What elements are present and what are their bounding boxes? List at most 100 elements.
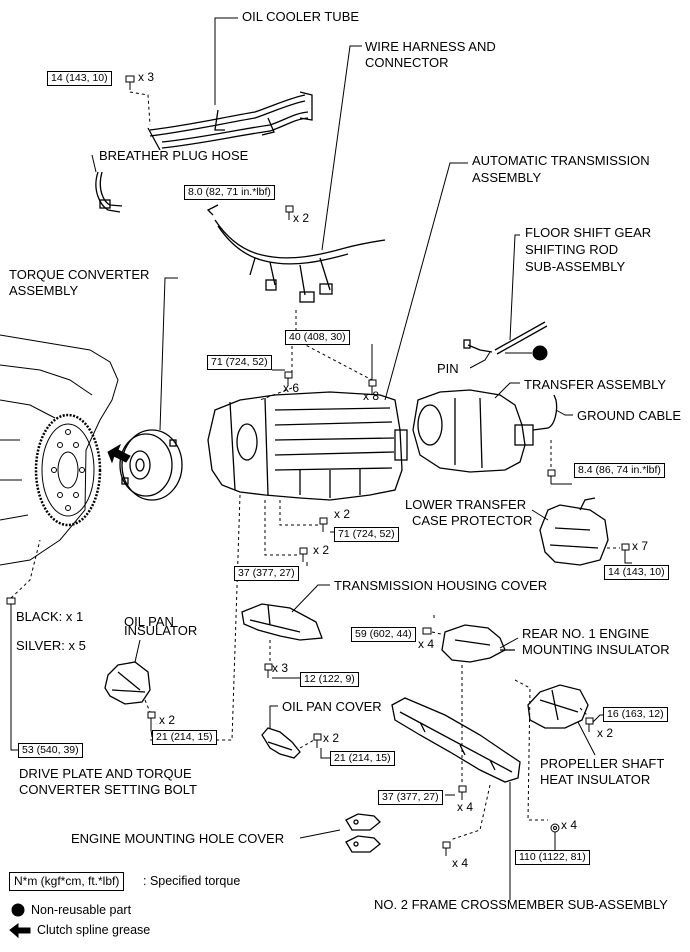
leader-lower-protector	[531, 509, 549, 521]
label-wire-harness-2: CONNECTOR	[365, 55, 449, 70]
legend-torque-desc: : Specified torque	[143, 874, 241, 888]
leader-oil-pan-ins	[134, 639, 141, 663]
prop-insulator-drawing	[527, 684, 589, 729]
qty-housing-x3: x 3	[272, 661, 289, 675]
label-ground-cable: GROUND CABLE	[577, 408, 682, 423]
label-floor-shift-1: FLOOR SHIFT GEAR	[525, 225, 652, 240]
label-oil-pan-insulator-2: INSULATOR	[124, 623, 198, 638]
torque-oil-pan-cov: 21 (214, 15)	[330, 751, 395, 766]
prop-bolt	[585, 717, 594, 732]
torque-16: 16 (163, 12)	[603, 707, 668, 722]
label-torque-conv-1: TORQUE CONVERTER	[9, 267, 150, 282]
housing-cover-drawing	[241, 603, 323, 641]
qty-x7: x 7	[632, 539, 649, 553]
ins-bolt	[147, 711, 156, 726]
label-rear-mount-2: MOUNTING INSULATOR	[522, 642, 670, 657]
label-oil-cooler-tube: OIL COOLER TUBE	[242, 9, 360, 24]
drive-plate-drawing	[34, 413, 102, 527]
label-wire-harness-1: WIRE HARNESS AND	[365, 39, 496, 54]
torque-oil-pan-ins: 21 (214, 15)	[152, 730, 217, 745]
rear-mount-drawing	[441, 624, 515, 663]
ground-bolt	[547, 469, 556, 484]
housing-bolt	[264, 663, 273, 678]
label-frame-crossmember: NO. 2 FRAME CROSSMEMBER SUB-ASSEMBLY	[374, 897, 668, 912]
torque-71-mid: 71 (724, 52)	[334, 527, 399, 542]
torque-lower-protector: 14 (143, 10)	[604, 565, 669, 580]
torque-71-top: 71 (724, 52)	[207, 355, 272, 370]
label-oil-pan-cover: OIL PAN COVER	[282, 699, 382, 714]
label-lower-transfer-1: LOWER TRANSFER	[405, 497, 527, 512]
oil-cooler-bolt	[125, 75, 135, 90]
qty-16-x2: x 2	[597, 726, 614, 740]
label-auto-trans-1: AUTOMATIC TRANSMISSION	[472, 153, 650, 168]
qty-cov-x2: x 2	[323, 731, 340, 745]
drive-plate-bolt	[6, 597, 16, 612]
label-oil-pan-insulator-1: OIL PAN	[124, 614, 174, 629]
torque-housing: 12 (122, 9)	[300, 672, 359, 687]
leader-rear-mount	[499, 637, 519, 649]
label-pin: PIN	[437, 361, 459, 376]
label-drive-plate-1: DRIVE PLATE AND TORQUE	[19, 766, 192, 781]
label-floor-shift-2: SHIFTING ROD	[525, 242, 619, 257]
floor-shift-drawing	[463, 321, 548, 355]
label-floor-shift-3: SUB-ASSEMBLY	[525, 259, 626, 274]
leader-ground-cable	[555, 409, 573, 416]
harness-bolt	[285, 205, 294, 220]
lower-protector-drawing	[539, 497, 609, 566]
qty-37-x2: x 2	[313, 543, 330, 557]
leader-prop-insulator	[577, 721, 596, 756]
qty-oil-cooler: x 3	[138, 70, 155, 84]
leader-transfer	[494, 382, 520, 399]
torque-53: 53 (540, 39)	[18, 743, 83, 758]
leader-housing-cover	[291, 584, 330, 613]
leader-oil-pan-cover	[269, 705, 278, 728]
leader-breather	[91, 154, 97, 173]
cross-bolt	[458, 785, 467, 800]
engine-block-drawing	[0, 334, 119, 566]
legend-non-reusable: Non-reusable part	[31, 903, 132, 917]
label-trans-housing-cover: TRANSMISSION HOUSING COVER	[334, 578, 548, 593]
mid-bolts	[299, 517, 328, 562]
transfer-drawing	[412, 389, 558, 473]
label-drive-plate-2: CONVERTER SETTING BOLT	[19, 782, 197, 797]
qty-59-x4: x 4	[418, 637, 435, 651]
torque-harness: 8.0 (82, 71 in.*lbf)	[184, 185, 275, 200]
non-reusable-marker-shift	[532, 345, 548, 361]
qty-x6: x 6	[283, 381, 300, 395]
oil-pan-insulator-drawing	[104, 661, 151, 705]
torque-37-cross: 37 (377, 27)	[378, 790, 443, 805]
leader-wire-harness	[321, 45, 362, 251]
leader-pin	[469, 351, 491, 369]
label-lower-transfer-2: CASE PROTECTOR	[412, 513, 533, 528]
leader-floor-shift	[509, 234, 520, 341]
legend-torque-unit-box: N*m (kgf*cm, ft.*lbf)	[9, 872, 125, 891]
oil-cooler-tube-drawing	[147, 91, 313, 151]
qty-bolt-x4: x 4	[452, 856, 469, 870]
breather-hose-drawing	[95, 171, 123, 213]
label-torque-conv-2: ASSEMBLY	[9, 283, 79, 298]
cross-nut	[550, 823, 560, 833]
cover-bolt	[313, 733, 322, 748]
leader-drive-plate-bolt	[10, 612, 20, 751]
torque-37-left: 37 (377, 27)	[234, 566, 299, 581]
label-breather-plug-hose: BREATHER PLUG HOSE	[99, 148, 249, 163]
qty-harness: x 2	[293, 211, 310, 225]
label-rear-mount-1: REAR NO. 1 ENGINE	[522, 626, 650, 641]
leader-auto-trans	[384, 162, 468, 401]
qty-cross-x4: x 4	[457, 800, 474, 814]
label-transfer-assembly: TRANSFER ASSEMBLY	[524, 377, 667, 392]
leader-oil-cooler	[214, 17, 238, 105]
torque-40: 40 (408, 30)	[285, 330, 350, 345]
torque-59: 59 (602, 44)	[351, 627, 416, 642]
torque-ground: 8.4 (86, 74 in.*lbf)	[574, 463, 665, 478]
label-silver-count: SILVER: x 5	[16, 638, 86, 653]
label-prop-shaft-1: PROPELLER SHAFT	[540, 756, 665, 771]
oil-pan-cover-drawing	[261, 727, 301, 759]
crossmember-drawing	[391, 697, 521, 783]
label-auto-trans-2: ASSEMBLY	[472, 170, 542, 185]
label-engine-hole-cover: ENGINE MOUNTING HOLE COVER	[71, 831, 285, 846]
grease-arrow	[107, 443, 131, 464]
torque-converter-drawing	[119, 429, 183, 501]
